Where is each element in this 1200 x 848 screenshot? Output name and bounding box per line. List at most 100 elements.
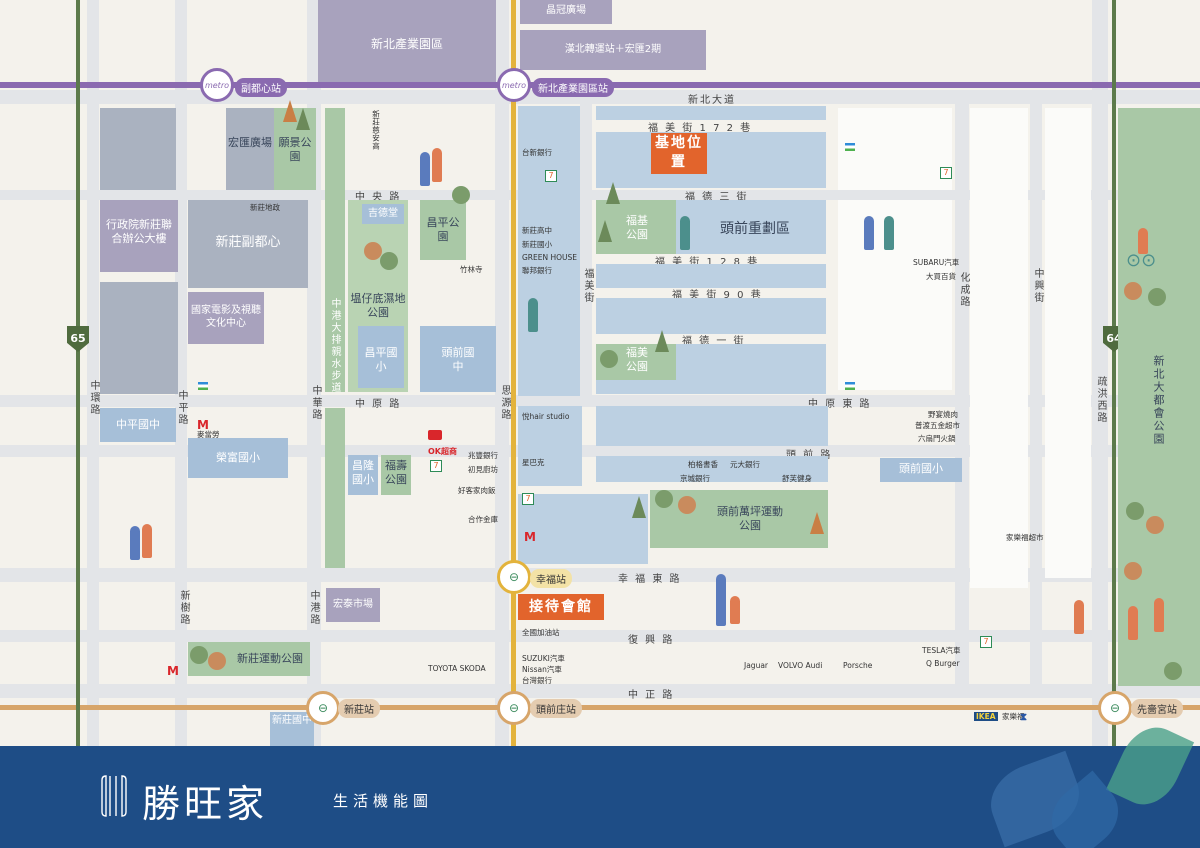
tree-icon	[655, 330, 669, 352]
person-icon	[420, 152, 430, 186]
block-zhonggang-trail-lower	[325, 408, 345, 568]
road-v-siyuan	[495, 0, 509, 746]
station-xingfu[interactable]: ⊖	[497, 560, 531, 594]
label-changping-school: 昌平國小	[364, 346, 398, 374]
label-yuejing: 願景公園	[278, 136, 312, 164]
poi-label: 麥當勞	[197, 430, 220, 439]
label-changlong: 昌隆國小	[352, 459, 374, 487]
seven-eleven-icon: 7	[430, 460, 442, 472]
station-touqianzhuang[interactable]: ⊖	[497, 691, 531, 725]
block-changping-park	[420, 200, 466, 260]
poi-label: 竹林寺	[460, 265, 483, 274]
person-icon	[1154, 598, 1164, 632]
block-fudu-center	[188, 200, 308, 288]
block-honglai	[326, 588, 380, 622]
station-xinzhuang[interactable]: ⊖	[306, 691, 340, 725]
block-admin	[100, 200, 178, 272]
bicycle-icon: ⊙⊙	[1126, 250, 1157, 271]
block-xingfu-area	[518, 494, 648, 564]
block-west-top	[100, 108, 176, 190]
poi-label: 京城銀行	[680, 474, 710, 483]
station-xinzhuang-name: 新莊站	[338, 699, 380, 718]
metro-icon: metro	[204, 80, 230, 90]
block-honghui	[226, 108, 274, 190]
poi-label: Nissan汽車	[522, 665, 562, 674]
carrefour-icon: ⧗	[1020, 712, 1028, 723]
poi-label: 家樂福	[1002, 712, 1025, 721]
road-label-zhongping: 中平路	[176, 390, 187, 426]
mcdonalds-icon: M	[167, 664, 179, 678]
road-label-fumei-v: 福美街	[582, 268, 593, 304]
station-fudu[interactable]: metro	[200, 68, 234, 102]
road-touqian	[0, 445, 1200, 457]
label-honglai: 宏泰市場	[333, 599, 373, 610]
block-jingguan	[520, 0, 612, 24]
road-v-zhonghuan	[87, 0, 99, 746]
metro-icon: metro	[501, 80, 527, 90]
road-label-zhongyuan: 中 原 路	[355, 399, 402, 410]
map-subtitle: 生活機能圖	[333, 792, 434, 810]
label-tangzizuo: 塭仔底濕地公園	[350, 292, 406, 320]
circular-line-icon: ⊖	[317, 701, 329, 715]
block-redev-top	[596, 106, 826, 120]
road-label-fumei90: 福 美 街 9 0 巷	[672, 290, 763, 301]
block-redev-4	[596, 298, 826, 334]
road-v-zhongxing	[1030, 104, 1042, 694]
site-marker[interactable]: 基地位置	[651, 133, 707, 174]
poi-label: 初見廚坊	[468, 465, 498, 474]
road-label-fude1: 福 德 一 街	[682, 336, 746, 347]
label-fumei-park: 福美公園	[626, 346, 648, 374]
tree-icon	[1124, 562, 1142, 580]
person-icon	[528, 298, 538, 332]
label-redev: 頭前重劃區	[720, 221, 790, 237]
block-industrial-park	[318, 0, 496, 82]
road-xingfu-east	[0, 568, 1200, 582]
person-icon	[716, 574, 726, 626]
block-east-3	[970, 108, 1028, 588]
label-hub: 漢北轉運站＋宏匯2期	[564, 44, 662, 55]
person-icon	[730, 596, 740, 624]
block-east-2	[838, 200, 952, 390]
label-metro-park: 新北大都會公園	[1152, 355, 1165, 446]
road-label-zhongyang: 中 央 路	[355, 192, 402, 203]
road-label-zhongzheng: 中 正 路	[628, 690, 675, 701]
road-label-fumei172: 福 美 街 1 7 2 巷	[648, 123, 753, 134]
family-mart-icon	[845, 143, 855, 151]
road-label-fumei128: 福 美 街 1 2 8 巷	[655, 257, 760, 268]
person-icon	[864, 216, 874, 250]
poi-label: 柏格書香	[688, 460, 718, 469]
poi-label: 新莊高中	[522, 226, 552, 235]
block-east-1	[838, 108, 952, 190]
block-changping-school	[358, 326, 404, 388]
station-xianse[interactable]: ⊖	[1098, 691, 1132, 725]
road-v-right	[1092, 0, 1108, 746]
road-label-zhonggang: 中港路	[308, 590, 319, 626]
poi-label: IKEA	[974, 712, 998, 722]
poi-label: TOYOTA SKODA	[428, 664, 486, 673]
brand-logo-icon	[101, 775, 127, 817]
reception-marker[interactable]: 接待會館	[518, 594, 604, 620]
tree-icon	[208, 652, 226, 670]
block-touqian-jr	[420, 326, 496, 392]
station-touqianzhuang-name: 頭前庄站	[530, 699, 582, 718]
station-fudu-name: 副都心站	[235, 78, 287, 97]
tree-icon	[655, 490, 673, 508]
tree-icon	[190, 646, 208, 664]
block-rongfu	[188, 438, 288, 478]
label-touqian-jr: 頭前國中	[441, 346, 475, 374]
tree-icon	[1124, 282, 1142, 300]
metro-line-taoyuan	[0, 705, 1200, 710]
tree-icon	[678, 496, 696, 514]
tree-icon	[1164, 662, 1182, 680]
tree-icon	[1148, 288, 1166, 306]
station-industrial[interactable]: metro	[497, 68, 531, 102]
poi-label: 六扇門火鍋	[918, 434, 956, 443]
road-label-fuxing: 復 興 路	[628, 635, 675, 646]
poi-label: 舒芙健身	[782, 474, 812, 483]
pxmart-icon	[428, 430, 442, 440]
highway-65-shield: 65	[67, 326, 89, 352]
footer-banner: 勝旺家 生活機能圖	[0, 717, 1200, 848]
poi-label: Q Burger	[926, 659, 960, 668]
circular-line-icon: ⊖	[508, 570, 520, 584]
poi-label: 普渡五金超市	[915, 421, 960, 430]
